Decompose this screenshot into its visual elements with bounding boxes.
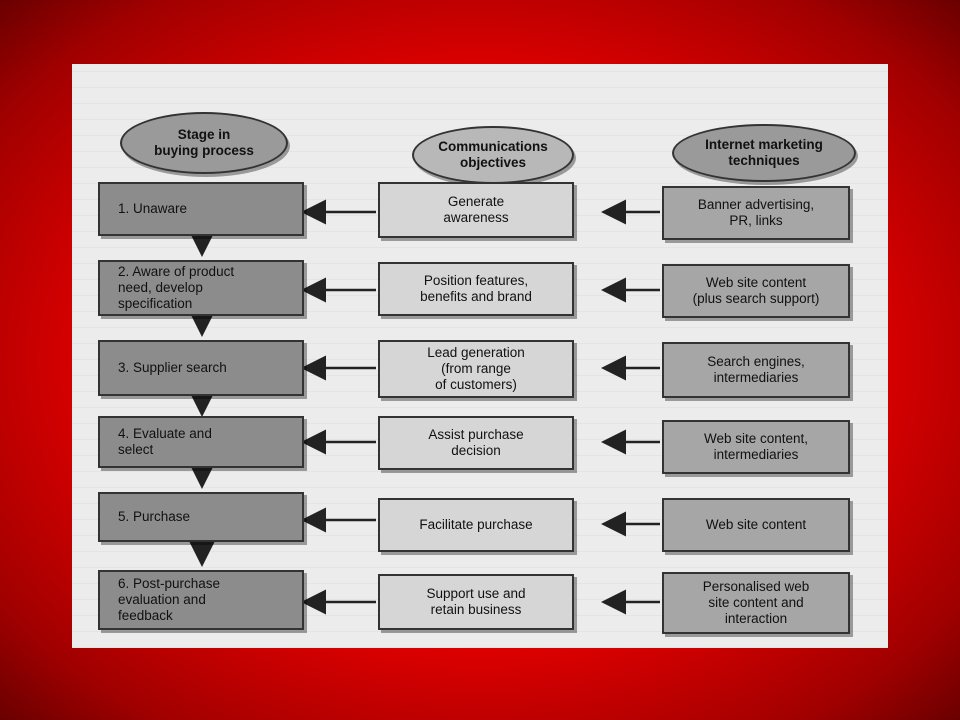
objective-box-3: Lead generation (from range of customers… <box>378 340 574 398</box>
objective-box-5: Facilitate purchase <box>378 498 574 552</box>
technique-box-6: Personalised web site content and intera… <box>662 572 850 634</box>
diagram-page: Stage in buying process Communications o… <box>72 64 888 648</box>
stage-box-4: 4. Evaluate and select <box>98 416 304 468</box>
technique-box-2: Web site content (plus search support) <box>662 264 850 318</box>
header-techniques-oval: Internet marketing techniques <box>672 124 856 182</box>
objective-box-4: Assist purchase decision <box>378 416 574 470</box>
objective-box-1: Generate awareness <box>378 182 574 238</box>
stage-box-5: 5. Purchase <box>98 492 304 542</box>
stage-box-6: 6. Post-purchase evaluation and feedback <box>98 570 304 630</box>
header-objectives-oval: Communications objectives <box>412 126 574 184</box>
technique-box-5: Web site content <box>662 498 850 552</box>
stage-box-1: 1. Unaware <box>98 182 304 236</box>
technique-box-4: Web site content, intermediaries <box>662 420 850 474</box>
stage-box-2: 2. Aware of product need, develop specif… <box>98 260 304 316</box>
header-stage-oval: Stage in buying process <box>120 112 288 174</box>
technique-box-3: Search engines, intermediaries <box>662 342 850 398</box>
stage-box-3: 3. Supplier search <box>98 340 304 396</box>
objective-box-6: Support use and retain business <box>378 574 574 630</box>
objective-box-2: Position features, benefits and brand <box>378 262 574 316</box>
technique-box-1: Banner advertising, PR, links <box>662 186 850 240</box>
connector-arrows <box>189 199 660 615</box>
